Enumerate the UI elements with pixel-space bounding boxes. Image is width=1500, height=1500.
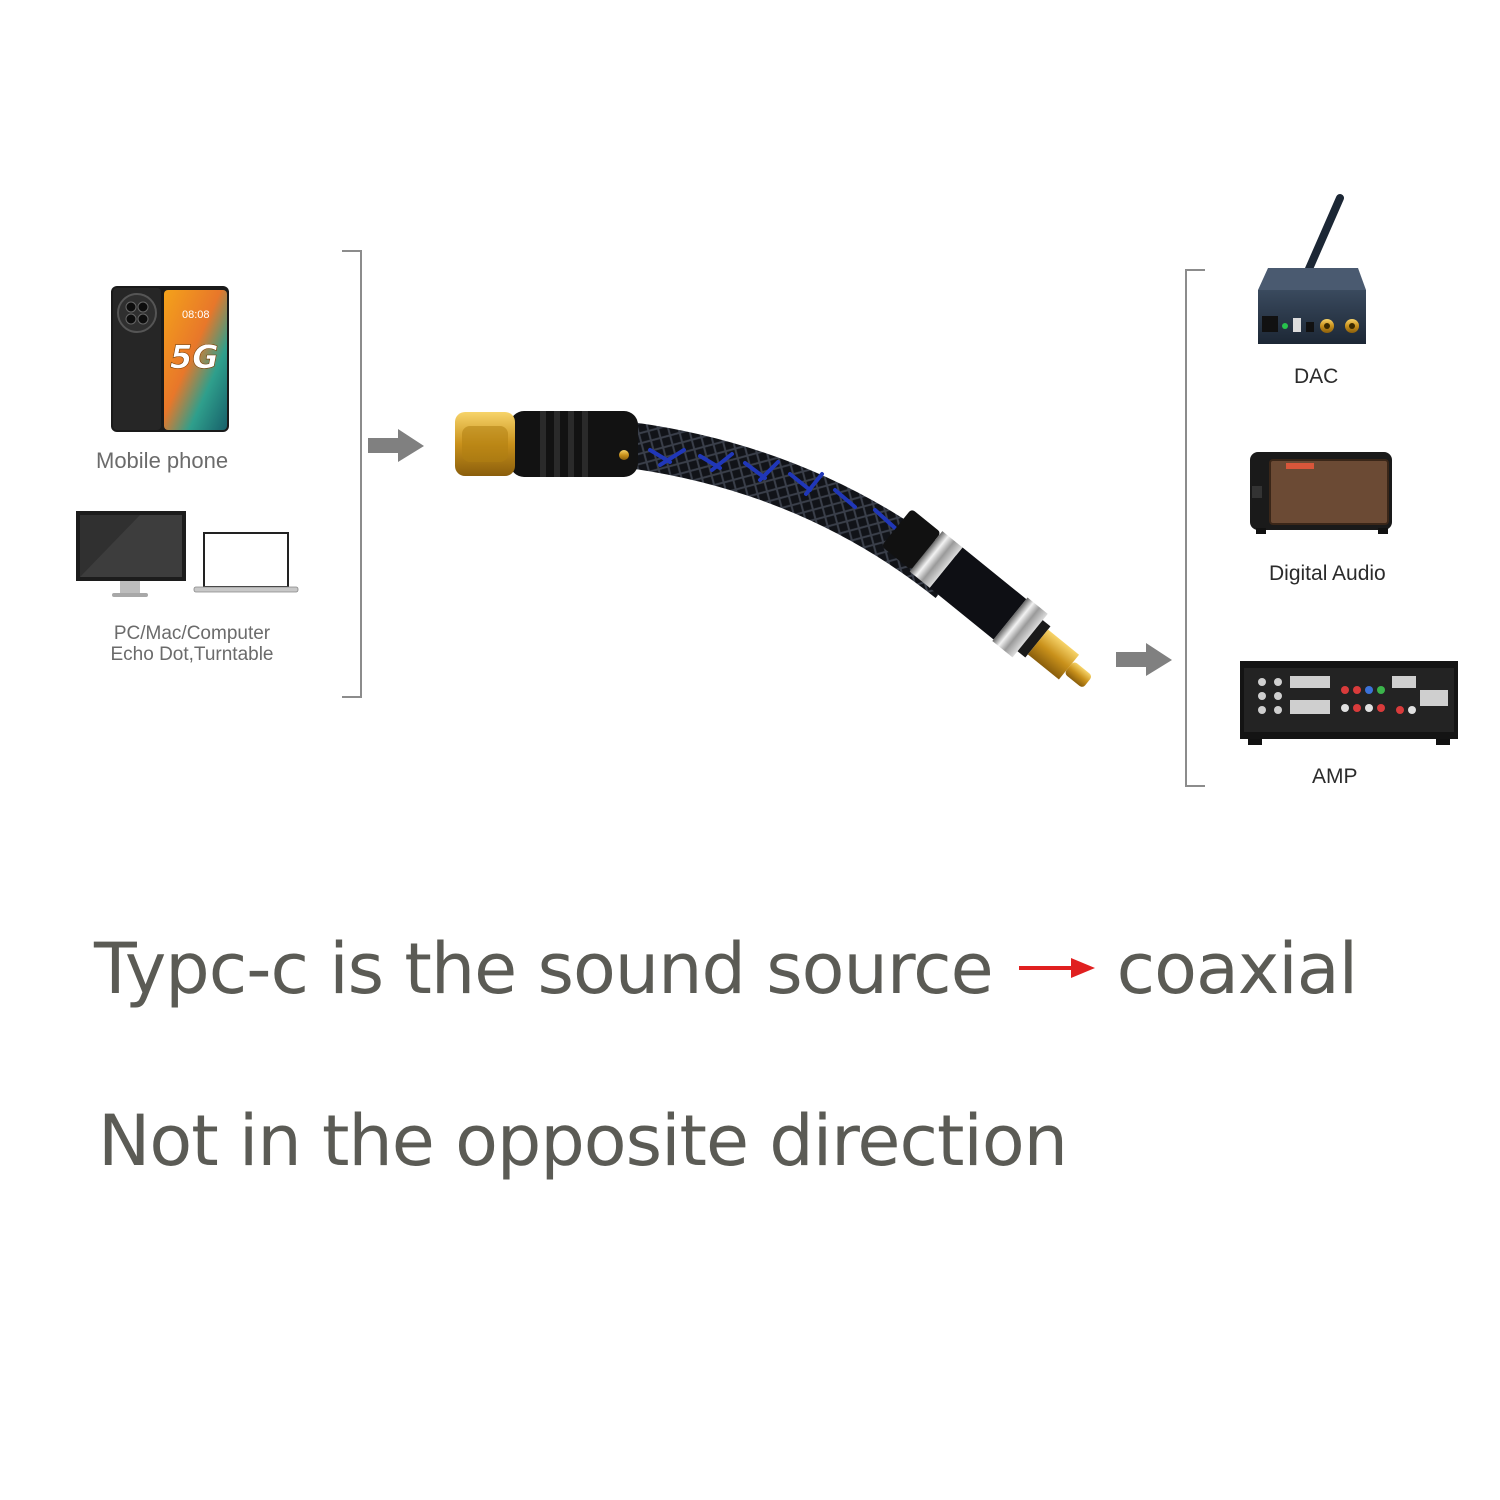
destination-bracket <box>1185 269 1205 787</box>
headline-line1: Typc-c is the sound source coaxial <box>94 928 1358 1010</box>
headline-target-text: coaxial <box>1116 928 1358 1010</box>
computer-label-line1: PC/Mac/Computer <box>113 623 271 644</box>
headline-line2: Not in the opposite direction <box>98 1100 1068 1182</box>
smartphone-icon: 08:08 5G <box>111 286 229 432</box>
monitor-icon <box>76 511 186 597</box>
speaker-icon <box>1250 452 1392 534</box>
amp-label: AMP <box>1312 765 1358 788</box>
laptop-icon <box>193 532 299 593</box>
source-bracket <box>342 250 362 698</box>
mobile-phone-label: Mobile phone <box>96 448 229 473</box>
digital-audio-label: Digital Audio <box>1269 562 1386 585</box>
red-arrow-icon <box>1018 957 1095 978</box>
phone-badge: 5G <box>170 338 219 376</box>
arrow-icon-right <box>1116 643 1172 676</box>
computer-label-line2: Echo Dot,Turntable <box>110 644 274 665</box>
usb-c-to-rca-cable <box>455 411 1092 687</box>
amplifier-icon <box>1240 661 1458 745</box>
dac-icon <box>1258 194 1366 344</box>
computer-label: PC/Mac/Computer Echo Dot,Turntable <box>96 623 288 665</box>
phone-time: 08:08 <box>182 309 210 321</box>
arrow-icon-left <box>368 429 424 462</box>
dac-label: DAC <box>1294 365 1339 388</box>
headline-source-text: Typc-c is the sound source <box>94 928 994 1010</box>
